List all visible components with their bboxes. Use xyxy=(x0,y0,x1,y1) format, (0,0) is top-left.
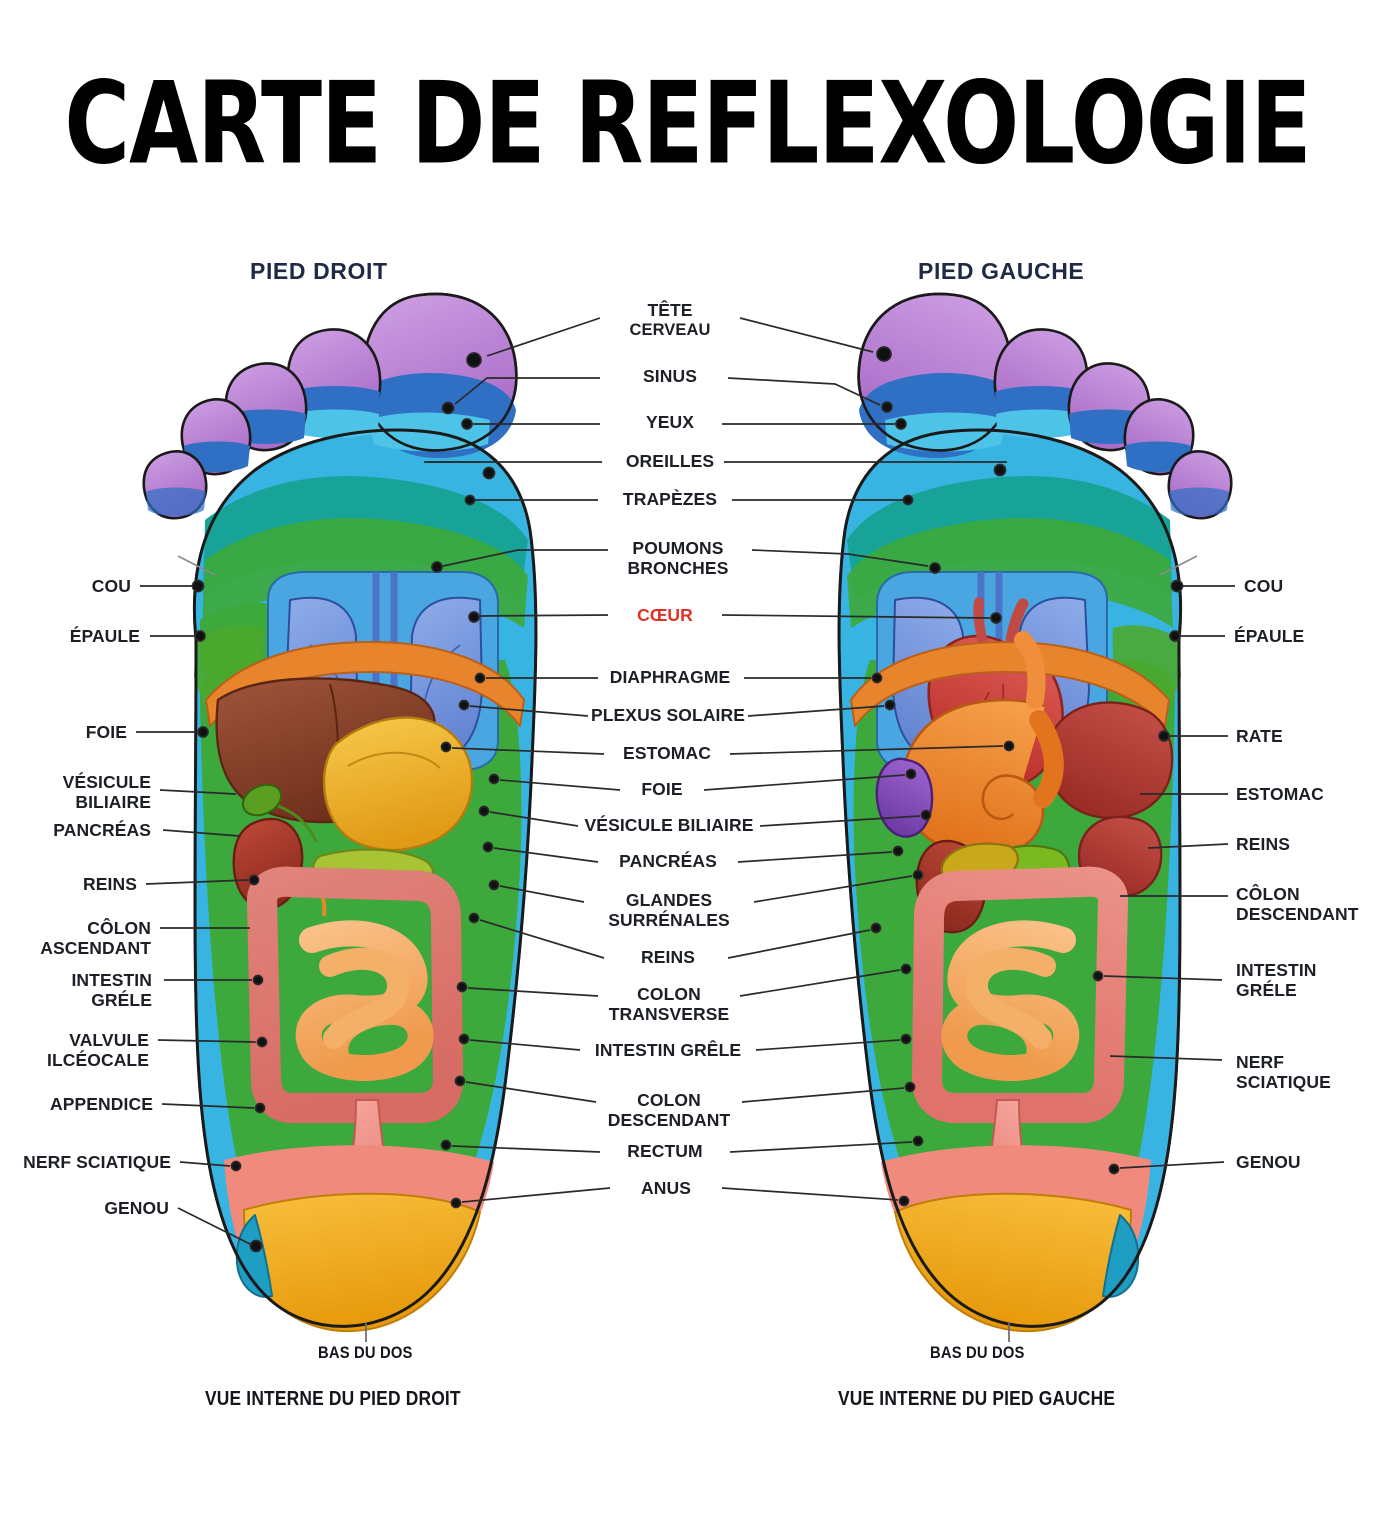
label-estomac-right: ESTOMAC xyxy=(1236,784,1324,804)
caption-right-foot: VUE INTERNE DU PIED DROIT xyxy=(205,1388,461,1410)
label-reins-center: REINS xyxy=(641,947,695,967)
label-estomac: ESTOMAC xyxy=(623,743,711,763)
label-trapezes: TRAPÈZES xyxy=(622,489,718,509)
label-reins-left: REINS xyxy=(83,874,137,894)
right-foot-heading: PIED DROIT xyxy=(250,258,388,284)
label-rectum: RECTUM xyxy=(627,1141,703,1161)
label-pancreas-left: PANCRÉAS xyxy=(53,820,151,840)
heel-label-left-foot: BAS DU DOS xyxy=(930,1343,1025,1362)
label-yeux: YEUX xyxy=(645,412,695,432)
label-coeur: CŒUR xyxy=(637,605,693,625)
label-cou-right: COU xyxy=(1244,576,1284,596)
label-diaphragme: DIAPHRAGME xyxy=(609,667,731,687)
label-rate-right: RATE xyxy=(1236,726,1283,746)
label-nerf-sciatique-left: NERF SCIATIQUE xyxy=(23,1152,171,1172)
label-intestin-grele-center: INTESTIN GRÊLE xyxy=(594,1040,742,1060)
label-epaule-left: ÉPAULE xyxy=(69,626,140,646)
label-vesicule-biliaire-center: VÉSICULE BILIAIRE xyxy=(584,815,754,835)
label-genou-right: GENOU xyxy=(1236,1152,1301,1172)
heel-label-right-foot: BAS DU DOS xyxy=(318,1343,413,1362)
label-pancreas-center: PANCRÉAS xyxy=(619,851,717,871)
caption-left-foot: VUE INTERNE DU PIED GAUCHE xyxy=(838,1388,1116,1410)
label-epaule-right: ÉPAULE xyxy=(1234,626,1305,646)
label-foie-left: FOIE xyxy=(85,722,127,742)
label-reins-right: REINS xyxy=(1236,834,1290,854)
label-cou-left: COU xyxy=(91,576,131,596)
label-appendice-left: APPENDICE xyxy=(49,1094,153,1114)
left-foot-heading: PIED GAUCHE xyxy=(918,258,1085,284)
label-oreilles: OREILLES xyxy=(625,451,715,471)
label-foie-center: FOIE xyxy=(641,779,683,799)
label-genou-left: GENOU xyxy=(104,1198,169,1218)
label-sinus: SINUS xyxy=(643,366,697,386)
page-title: CARTE DE REFLEXOLOGIE xyxy=(64,58,1311,190)
label-plexus-solaire: PLEXUS SOLAIRE xyxy=(590,705,746,725)
label-anus: ANUS xyxy=(641,1178,691,1198)
